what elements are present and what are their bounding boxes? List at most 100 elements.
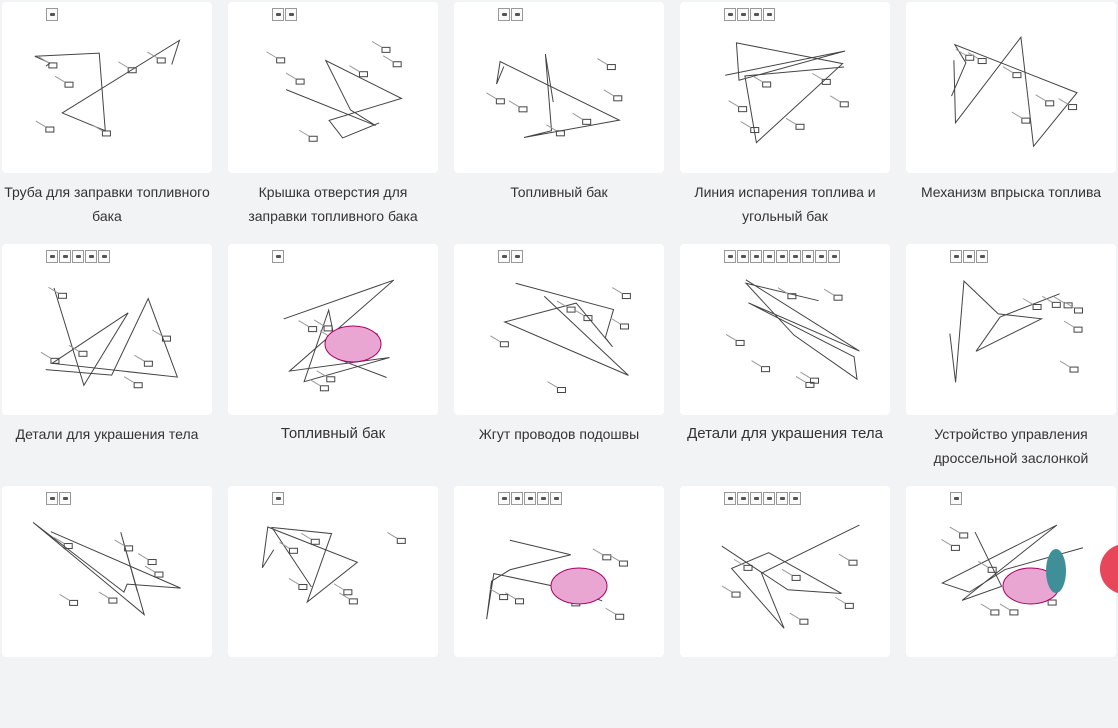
part-diagram-image[interactable] — [906, 244, 1116, 415]
part-diagram-image[interactable] — [2, 244, 212, 415]
diagram-drawing — [721, 524, 860, 629]
part-card[interactable] — [906, 486, 1116, 728]
part-diagram-image[interactable] — [680, 2, 890, 173]
diagram-drawing — [283, 279, 395, 392]
part-card-title[interactable]: Механизм впрыска топлива — [920, 184, 1102, 200]
diagram-drawing — [725, 279, 860, 388]
part-card-title[interactable] — [906, 657, 1116, 728]
part-thumbnail-icon — [285, 8, 297, 21]
part-thumbnail-icon — [511, 250, 523, 263]
part-card[interactable]: Топливный бак — [228, 244, 438, 486]
part-card[interactable] — [680, 486, 890, 728]
diagram-drawing — [486, 54, 623, 139]
diagram-drawing — [949, 280, 1083, 383]
part-thumbnail-icon — [963, 250, 975, 263]
part-card[interactable] — [228, 486, 438, 728]
part-card-title[interactable] — [680, 657, 890, 728]
part-thumbnails — [46, 8, 58, 21]
part-thumbnail-icon — [950, 250, 962, 263]
part-thumbnail-icon — [550, 492, 562, 505]
part-diagram-image[interactable] — [228, 2, 438, 173]
diagram-drawing — [486, 539, 628, 620]
part-diagram-image[interactable] — [906, 2, 1116, 173]
part-thumbnail-icon — [763, 8, 775, 21]
part-card-title[interactable] — [2, 657, 212, 728]
part-thumbnail-icon — [724, 492, 736, 505]
part-thumbnails — [724, 492, 801, 505]
part-card[interactable]: Механизм впрыска топлива — [906, 2, 1116, 244]
part-thumbnail-icon — [815, 250, 827, 263]
part-card[interactable]: Жгут проводов подошвы — [454, 244, 664, 486]
part-thumbnail-icon — [776, 250, 788, 263]
part-thumbnail-icon — [511, 8, 523, 21]
part-card-title[interactable]: Труба для заправки топливного бака — [4, 184, 210, 224]
diagram-drawing — [490, 282, 631, 394]
part-card-title[interactable]: Детали для украшения тела — [15, 426, 199, 442]
part-thumbnails — [950, 492, 962, 505]
part-thumbnail-icon — [85, 250, 97, 263]
part-card[interactable]: Детали для украшения тела — [2, 244, 212, 486]
part-card[interactable] — [2, 486, 212, 728]
part-card[interactable]: Детали для украшения тела — [680, 244, 890, 486]
part-thumbnail-icon — [737, 492, 749, 505]
part-thumbnails — [498, 492, 562, 505]
part-card-title[interactable]: Устройство управления дроссельной заслон… — [933, 426, 1089, 466]
part-thumbnail-icon — [950, 492, 962, 505]
part-card[interactable]: Линия испарения топлива и угольный бак — [680, 2, 890, 244]
diagram-drawing — [725, 42, 849, 144]
part-thumbnail-icon — [750, 492, 762, 505]
part-diagram-image[interactable] — [680, 486, 890, 657]
part-thumbnail-icon — [46, 250, 58, 263]
part-thumbnail-icon — [737, 250, 749, 263]
part-diagram-image[interactable] — [454, 244, 664, 415]
part-thumbnail-icon — [763, 250, 775, 263]
part-thumbnails — [46, 492, 71, 505]
part-thumbnail-icon — [72, 250, 84, 263]
part-thumbnails — [724, 250, 840, 263]
part-diagram-image[interactable] — [2, 2, 212, 173]
part-card-title[interactable] — [454, 657, 664, 728]
part-thumbnail-icon — [763, 492, 775, 505]
part-thumbnail-icon — [750, 250, 762, 263]
part-card-title[interactable]: Жгут проводов подошвы — [478, 426, 640, 442]
part-thumbnail-icon — [272, 8, 284, 21]
part-card-title[interactable]: Крышка отверстия для заправки топливного… — [248, 184, 418, 224]
part-diagram-image[interactable] — [906, 486, 1116, 657]
part-card-title[interactable] — [228, 657, 438, 728]
part-diagram-image[interactable] — [454, 486, 664, 657]
part-card[interactable]: Устройство управления дроссельной заслон… — [906, 244, 1116, 486]
part-thumbnail-icon — [511, 492, 523, 505]
part-thumbnail-icon — [59, 250, 71, 263]
part-diagram-image[interactable] — [680, 244, 890, 415]
part-card[interactable]: Топливный бак — [454, 2, 664, 244]
part-card[interactable]: Крышка отверстия для заправки топливного… — [228, 2, 438, 244]
part-diagram-image[interactable] — [228, 486, 438, 657]
part-thumbnail-icon — [789, 250, 801, 263]
part-thumbnail-icon — [46, 492, 58, 505]
part-thumbnail-icon — [498, 250, 510, 263]
part-thumbnail-icon — [498, 8, 510, 21]
diagram-drawing — [32, 522, 181, 616]
part-card[interactable]: Труба для заправки топливного бака — [2, 2, 212, 244]
part-thumbnail-icon — [789, 492, 801, 505]
part-diagram-image[interactable] — [454, 2, 664, 173]
part-thumbnail-icon — [272, 492, 284, 505]
part-card-title[interactable]: Детали для украшения тела — [687, 425, 883, 442]
part-thumbnail-icon — [46, 8, 58, 21]
part-thumbnails — [272, 250, 284, 263]
part-thumbnail-icon — [750, 8, 762, 21]
part-card[interactable] — [454, 486, 664, 728]
diagram-drawing — [266, 40, 403, 142]
part-card-title[interactable]: Топливный бак — [510, 184, 608, 200]
part-thumbnail-icon — [724, 8, 736, 21]
part-card-title[interactable]: Топливный бак — [280, 425, 386, 442]
part-diagram-image[interactable] — [228, 244, 438, 415]
part-thumbnails — [46, 250, 110, 263]
part-card-title[interactable]: Линия испарения топлива и угольный бак — [694, 184, 876, 224]
part-thumbnails — [272, 492, 284, 505]
part-thumbnail-icon — [537, 492, 549, 505]
part-thumbnails — [724, 8, 775, 21]
part-diagram-image[interactable] — [2, 486, 212, 657]
diagram-drawing — [261, 526, 406, 605]
